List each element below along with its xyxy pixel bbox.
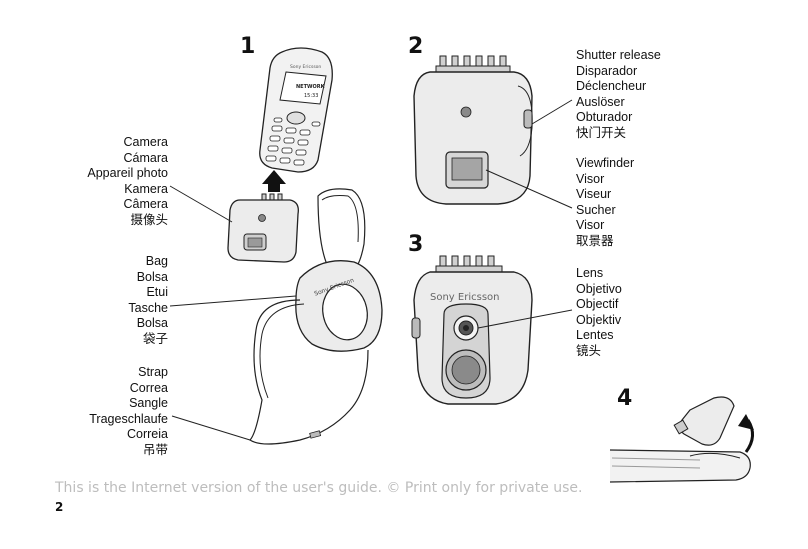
- lens-label-zh: 镜头: [576, 343, 602, 358]
- camera-label: Camera Cámara Appareil photo Kamera Câme…: [87, 135, 168, 229]
- strap-label-zh: 吊带: [142, 442, 168, 457]
- arrow-up-icon: [262, 170, 286, 192]
- strap-label-pt: Correia: [127, 427, 168, 442]
- bag-label-en: Bag: [145, 254, 168, 268]
- shutter-label-fr: Déclencheur: [576, 79, 647, 94]
- watermark-text: This is the Internet version of the user…: [55, 480, 583, 496]
- camera-illustration-small: [227, 193, 299, 263]
- strap-label-es: Correa: [129, 380, 168, 395]
- viewfinder-label-de: Sucher: [576, 202, 616, 217]
- shutter-label-es: Disparador: [576, 63, 638, 78]
- camera-label-en: Camera: [123, 135, 168, 149]
- bag-label-zh: 袋子: [142, 331, 168, 346]
- phone-brand-text: Sony Ericsson: [290, 64, 321, 70]
- shutter-label-pt: Obturador: [576, 110, 633, 125]
- viewfinder-label-fr: Viseur: [576, 187, 612, 202]
- strap-label-de: Trageschlaufe: [89, 411, 168, 426]
- camera-front-illustration: Sony Ericsson: [411, 255, 533, 405]
- lens-label-es: Objetivo: [576, 281, 622, 296]
- viewfinder-label-pt: Visor: [576, 218, 605, 233]
- step-number-3: 3: [408, 232, 424, 257]
- viewfinder-label-zh: 取景器: [576, 233, 614, 248]
- camera-label-pt: Câmera: [123, 197, 168, 212]
- camera-label-fr: Appareil photo: [87, 166, 168, 181]
- camera-label-de: Kamera: [124, 181, 168, 196]
- lens-label-pt: Lentes: [576, 328, 614, 343]
- strap-illustration: [249, 299, 369, 445]
- strap-label-en: Strap: [138, 365, 168, 379]
- step-number-1: 1: [240, 34, 256, 59]
- step-number-4: 4: [617, 386, 633, 411]
- phone-time-text: 15:33: [304, 93, 318, 99]
- lens-label: Lens Objetivo Objectif Objektiv Lentes 镜…: [576, 266, 622, 360]
- camera-label-zh: 摄像头: [130, 212, 168, 227]
- camera-label-es: Cámara: [123, 150, 168, 165]
- phone-network-text: NETWORK: [296, 84, 326, 90]
- page-number: 2: [55, 500, 64, 514]
- bag-illustration: Sony Ericsson: [295, 260, 383, 352]
- bag-label-de: Tasche: [128, 300, 168, 315]
- bag-label: Bag Bolsa Etui Tasche Bolsa 袋子: [128, 254, 168, 348]
- step-number-2: 2: [408, 34, 424, 59]
- detach-illustration: [609, 396, 754, 483]
- lens-label-en: Lens: [576, 266, 604, 280]
- viewfinder-label-en: Viewfinder: [576, 156, 635, 170]
- shutter-label-en: Shutter release: [576, 48, 661, 62]
- lens-label-de: Objektiv: [576, 312, 622, 327]
- viewfinder-label: Viewfinder Visor Viseur Sucher Visor 取景器: [576, 156, 634, 250]
- lens-label-fr: Objectif: [576, 297, 619, 312]
- shutter-label-zh: 快门开关: [576, 125, 627, 140]
- rotate-arrow-icon: [738, 414, 754, 430]
- camera-brand-text: Sony Ericsson: [430, 292, 499, 303]
- bag-label-es: Bolsa: [136, 269, 168, 284]
- shutter-label-de: Auslöser: [576, 94, 625, 109]
- bag-label-pt: Bolsa: [136, 316, 168, 331]
- phone-illustration: Sony Ericsson NETWORK 15:33: [259, 47, 333, 173]
- strap-label: Strap Correa Sangle Trageschlaufe Correi…: [89, 365, 168, 459]
- strap-label-fr: Sangle: [129, 396, 168, 411]
- bag-label-fr: Etui: [146, 285, 168, 300]
- shutter-label: Shutter release Disparador Déclencheur A…: [576, 48, 661, 142]
- viewfinder-label-es: Visor: [576, 171, 605, 186]
- camera-back-illustration: [413, 55, 533, 205]
